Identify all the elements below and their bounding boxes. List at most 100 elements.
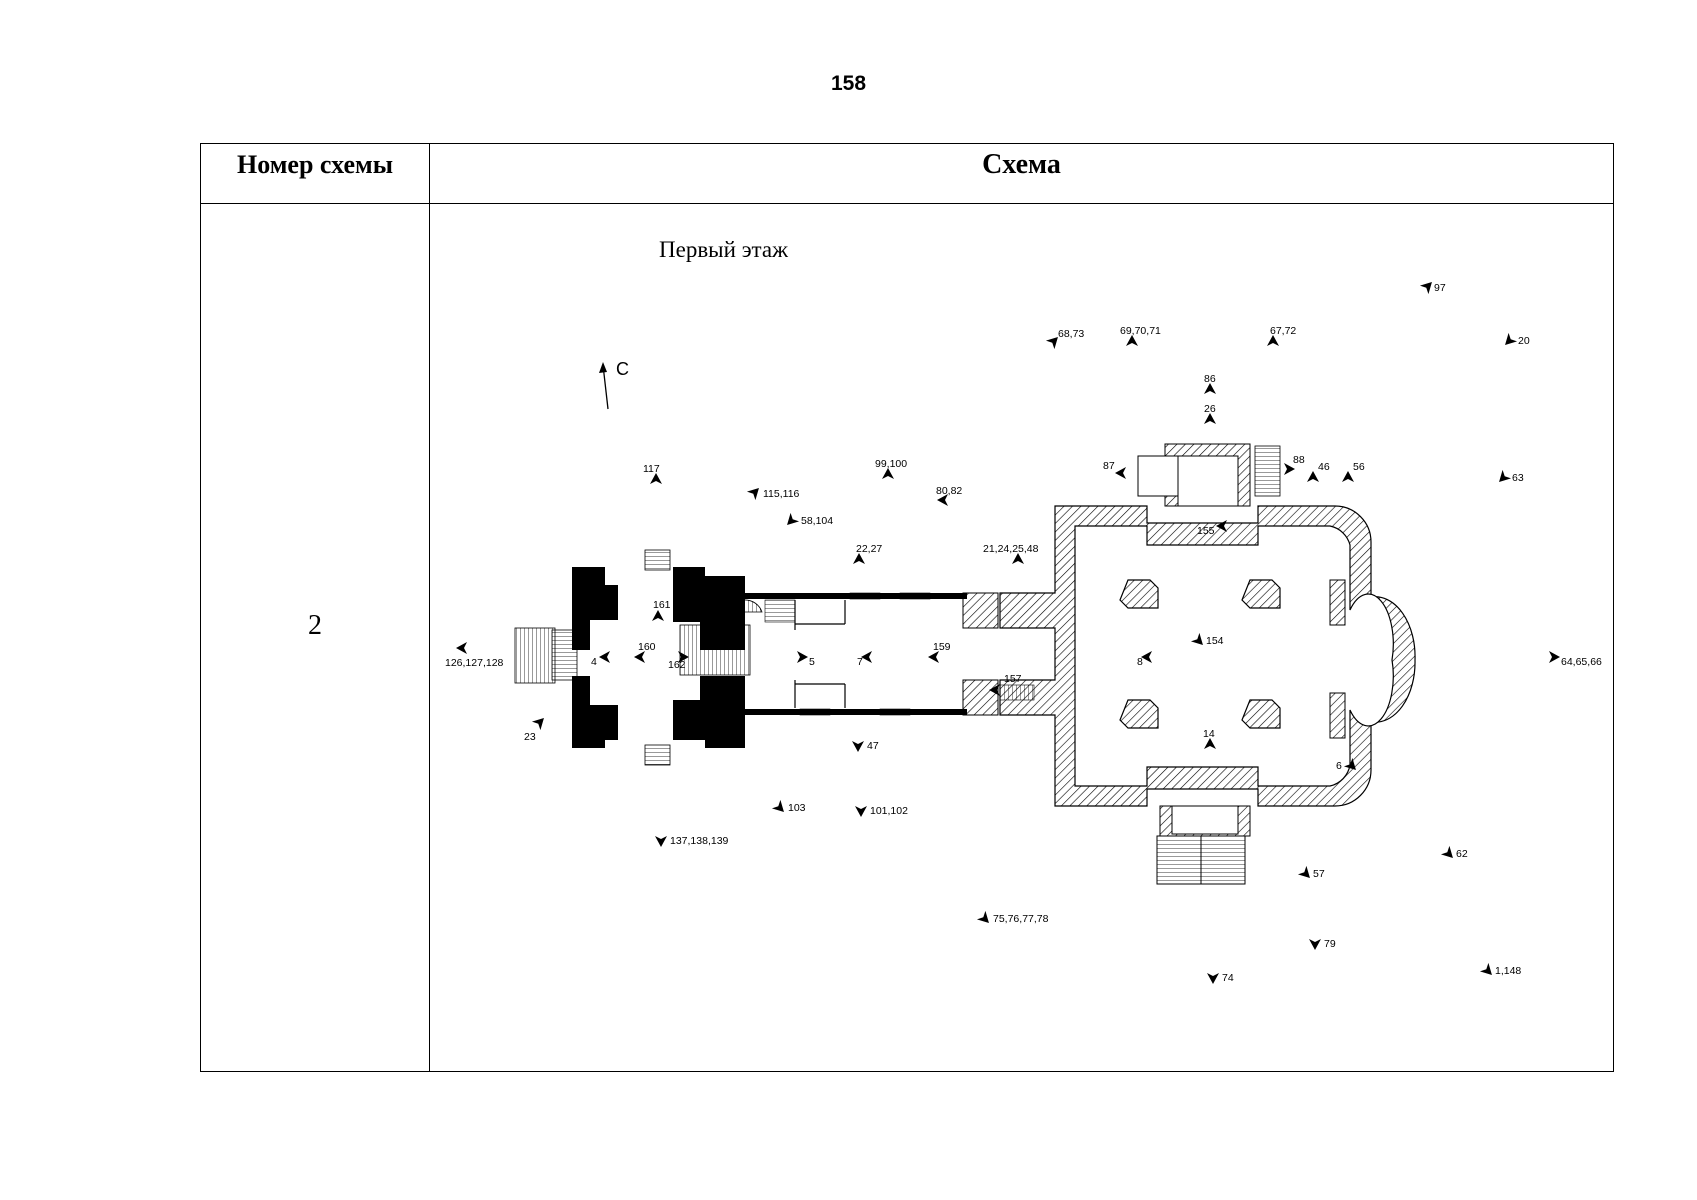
photo-point-label: 21,24,25,48 [983, 543, 1039, 555]
photo-point-label: 22,27 [856, 543, 882, 555]
photo-point-marker: 7 [857, 651, 872, 668]
photo-point-label: 67,72 [1270, 325, 1296, 337]
view-direction-icon [1505, 332, 1518, 345]
view-direction-icon [1307, 471, 1319, 482]
photo-point-label: 160 [638, 641, 656, 653]
scheme-table: Номер схемы Схема 2 [200, 143, 1614, 1072]
header-scheme-number: Номер схемы [236, 150, 394, 179]
view-direction-icon [861, 651, 872, 663]
photo-point-label: 62 [1456, 848, 1468, 860]
view-direction-icon [1045, 337, 1058, 350]
view-direction-icon [855, 806, 867, 817]
view-direction-icon [456, 642, 467, 654]
photo-point-label: 74 [1222, 972, 1234, 984]
view-direction-icon [1207, 973, 1219, 984]
photo-point-label: 86 [1204, 373, 1216, 385]
floor-label: Первый этаж [659, 237, 788, 262]
photo-point-label: 99,100 [875, 458, 907, 470]
north-arrow: С [599, 359, 629, 410]
photo-point-marker: 6 [1336, 757, 1356, 772]
photo-point-marker: 23 [524, 718, 544, 743]
photo-point-marker: 155 [1197, 520, 1227, 537]
photo-point-label: 80,82 [936, 485, 962, 497]
photo-point-marker: 20 [1505, 332, 1530, 347]
photo-point-marker: 126,127,128 [445, 642, 504, 669]
photo-point-marker: 57 [1297, 865, 1325, 880]
header-scheme: Схема [982, 149, 1061, 180]
photo-point-label: 69,70,71 [1120, 325, 1161, 337]
photo-point-label: 5 [809, 656, 815, 668]
photo-point-marker: 75,76,77,78 [976, 910, 1049, 925]
photo-point-marker: 8 [1137, 651, 1152, 668]
photo-point-marker: 162 [668, 651, 689, 671]
photo-point-marker: 159 [928, 641, 951, 663]
photo-point-label: 26 [1204, 403, 1216, 415]
photo-point-marker: 160 [634, 641, 656, 663]
view-direction-icon [1141, 651, 1152, 663]
view-direction-icon [852, 741, 864, 752]
photo-point-marker: 56 [1342, 461, 1365, 482]
photo-point-marker: 62 [1440, 845, 1468, 860]
photo-point-label: 64,65,66 [1561, 656, 1602, 668]
photo-point-label: 117 [643, 463, 660, 475]
view-direction-icon [746, 488, 759, 501]
photo-point-label: 8 [1137, 656, 1143, 668]
photo-point-label: 161 [653, 599, 671, 611]
view-direction-icon [1440, 845, 1453, 858]
view-direction-icon [634, 651, 645, 663]
view-direction-icon [771, 799, 784, 812]
photo-point-marker: 80,82 [936, 485, 962, 506]
photo-point-label: 20 [1518, 335, 1530, 347]
photo-point-label: 75,76,77,78 [993, 913, 1049, 925]
view-direction-icon [853, 553, 865, 564]
view-direction-icon [652, 610, 664, 621]
view-direction-icon [1190, 632, 1203, 645]
photo-point-marker: 5 [797, 651, 815, 668]
photo-point-marker: 63 [1499, 469, 1524, 484]
photo-point-marker: 4 [591, 651, 610, 668]
photo-point-marker: 157 [989, 673, 1022, 696]
photo-point-marker: 74 [1207, 972, 1234, 984]
photo-point-marker: 88 [1284, 454, 1305, 475]
photo-point-label: 7 [857, 656, 863, 668]
bell-tower [514, 549, 763, 766]
view-direction-icon [1419, 282, 1432, 295]
photo-point-marker: 22,27 [853, 543, 882, 564]
view-direction-icon [1479, 962, 1492, 975]
photo-point-label: 6 [1336, 760, 1342, 772]
photo-point-marker: 154 [1190, 632, 1224, 647]
view-direction-icon [976, 910, 989, 923]
photo-point-marker: 26 [1204, 403, 1216, 424]
photo-point-marker: 47 [852, 740, 879, 752]
photo-point-marker: 101,102 [855, 805, 908, 817]
photo-point-marker: 14 [1203, 728, 1216, 749]
view-direction-icon [1549, 651, 1560, 663]
photo-point-marker: 68,73 [1045, 328, 1084, 350]
photo-point-marker: 103 [771, 799, 806, 814]
column-divider [429, 144, 430, 1071]
photo-point-label: 155 [1197, 525, 1215, 537]
photo-point-marker: 58,104 [787, 512, 833, 527]
photo-point-label: 101,102 [870, 805, 908, 817]
photo-point-label: 79 [1324, 938, 1336, 950]
view-direction-icon [1204, 383, 1216, 394]
photo-point-label: 154 [1206, 635, 1224, 647]
photo-point-label: 56 [1353, 461, 1365, 473]
photo-point-marker: 161 [652, 599, 671, 621]
photo-point-marker: 69,70,71 [1120, 325, 1161, 346]
photo-point-marker: 115,116 [746, 488, 800, 501]
photo-point-label: 162 [668, 659, 686, 671]
photo-point-label: 137,138,139 [670, 835, 729, 847]
view-direction-icon [937, 494, 948, 506]
header-row-divider [201, 203, 1613, 204]
photo-point-label: 126,127,128 [445, 657, 504, 669]
photo-point-label: 115,116 [763, 488, 800, 500]
view-direction-icon [1309, 939, 1321, 950]
photo-point-label: 157 [1004, 673, 1022, 685]
view-direction-icon [1499, 469, 1512, 482]
photo-point-marker: 79 [1309, 938, 1336, 950]
photo-point-label: 58,104 [801, 515, 833, 527]
photo-point-label: 14 [1203, 728, 1215, 740]
